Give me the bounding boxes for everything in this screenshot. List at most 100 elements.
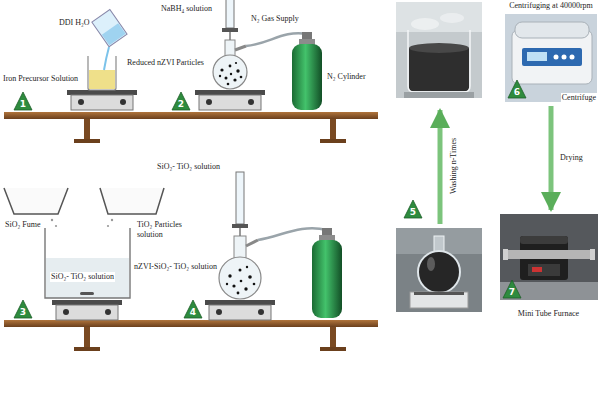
lab-bench (84, 119, 90, 141)
panel-heading: Centrifuging at 40000rpm (508, 1, 594, 11)
pouring-beaker (92, 10, 127, 47)
round-flask (220, 68, 223, 71)
round-flask (235, 46, 246, 50)
panel-caption: Centrifuge (561, 93, 597, 103)
gas-tube (246, 33, 307, 46)
gas-cylinder (312, 228, 342, 318)
gas-tube (258, 228, 327, 240)
burette (222, 0, 238, 40)
round-flask (213, 55, 247, 89)
round-flask (228, 274, 231, 277)
furnace-photo (520, 236, 568, 244)
beaker (45, 228, 130, 298)
gas-cylinder (312, 240, 342, 318)
water-stream (104, 47, 109, 70)
step-number: 3 (14, 307, 32, 317)
flask-photo (418, 251, 460, 293)
reagent-label: Iron Precursor Solution (2, 74, 79, 84)
lab-bench (330, 119, 336, 141)
round-flask (244, 287, 247, 290)
round-flask (219, 236, 261, 299)
reagent-label: nZVI-SiO₂- TiO₂ solution (133, 262, 218, 272)
process-arrow (549, 106, 554, 210)
step-triangle (172, 92, 190, 110)
lab-bench (74, 347, 100, 351)
step-triangle (184, 300, 202, 318)
step-triangle (14, 300, 32, 318)
beaker (45, 228, 130, 298)
pouring-vessel (107, 225, 109, 227)
flask-photo (396, 228, 482, 312)
washed-sample-photo (440, 13, 464, 23)
washed-sample-photo (404, 92, 474, 98)
equipment-label: N₂ Cylinder (326, 72, 367, 82)
step-marker (14, 80, 526, 318)
hot-plate-stirrer (258, 309, 264, 315)
flask-photo (396, 228, 482, 312)
hot-plate-stirrer (67, 90, 137, 95)
step-triangle (404, 200, 422, 218)
round-flask (233, 78, 236, 81)
hot-plate-stirrer (195, 90, 265, 95)
round-flask (213, 40, 247, 89)
gas-cylinder (302, 32, 312, 40)
hot-plate-stirrer (209, 305, 271, 320)
centrifuge-photo (505, 14, 597, 102)
centrifuge-photo (527, 52, 547, 61)
gas-cylinder (322, 228, 332, 236)
process-label: Washing n-Times (449, 137, 459, 195)
beaker (46, 258, 129, 298)
lab-bench (84, 327, 90, 349)
hot-plate-stirrer (206, 99, 212, 105)
step-number: 1 (14, 99, 32, 109)
pouring-vessel (55, 225, 57, 227)
panel-heading: Mini Tube Furnace (517, 309, 580, 319)
step-number: 5 (404, 207, 422, 217)
round-flask (253, 283, 256, 286)
reagent-label: SiO₂- TiO₂ solution (156, 162, 221, 172)
round-flask (237, 292, 240, 295)
round-flask (240, 280, 243, 283)
hot-plate-stirrer (52, 300, 122, 320)
photo-panel: Mini Tube Furnace (498, 212, 599, 320)
centrifuge-photo (522, 48, 582, 66)
pouring-beaker (102, 23, 126, 45)
step-number: 4 (184, 307, 202, 317)
burette (239, 228, 241, 236)
round-flask (235, 62, 237, 64)
equipment-label: N₂ Gas Supply (250, 14, 300, 24)
furnace-photo (500, 214, 598, 300)
hot-plate-stirrer (105, 309, 111, 315)
burette (222, 28, 238, 32)
centrifuge-photo (562, 55, 567, 60)
round-flask (226, 283, 228, 285)
hot-plate-stirrer (63, 309, 69, 315)
hot-plate-stirrer (199, 95, 261, 110)
beaker (88, 56, 116, 90)
furnace-photo (503, 249, 508, 260)
burette (226, 0, 234, 28)
hot-plate-stirrer (216, 309, 222, 315)
round-flask (236, 69, 239, 72)
step-triangle (503, 280, 521, 298)
step-triangle (14, 92, 32, 110)
hot-plate-stirrer (71, 95, 133, 110)
burette (229, 32, 231, 40)
furnace-photo (528, 264, 560, 276)
washed-sample-photo (396, 2, 482, 98)
beaker (88, 56, 116, 90)
hot-plate-stirrer (120, 99, 126, 105)
gas-cylinder (292, 44, 322, 110)
centrifuge-photo (570, 55, 575, 60)
round-flask (239, 269, 242, 272)
flask-photo (414, 292, 464, 295)
pouring-vessel (100, 188, 164, 214)
washed-sample-photo (396, 2, 482, 98)
burette (236, 172, 244, 224)
edge-label: Drying (559, 153, 584, 163)
lab-bench (4, 320, 378, 327)
burette (232, 224, 248, 228)
step-number: 2 (172, 99, 190, 109)
